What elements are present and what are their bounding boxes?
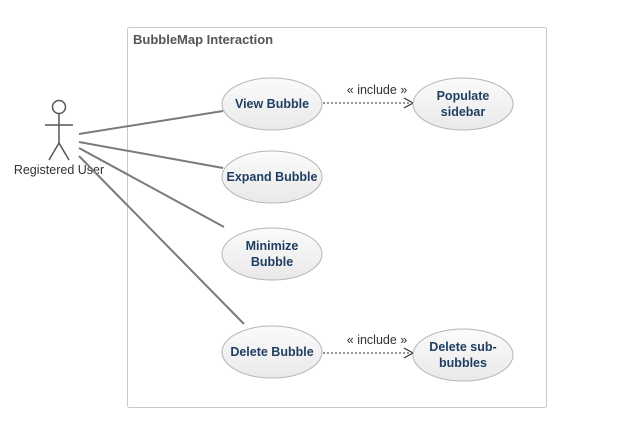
association-view-bubble: [78, 110, 224, 135]
system-boundary-title: BubbleMap Interaction: [133, 32, 273, 47]
use-case-label: Delete Bubble: [230, 345, 313, 359]
include-label: « include »: [347, 83, 408, 97]
association-expand-bubble: [78, 141, 224, 169]
actor-registered-user: Registered User: [14, 99, 104, 177]
actor-stick-figure-icon: [45, 99, 73, 161]
use-case-label: Delete sub-bubbles: [429, 340, 496, 370]
include-label: « include »: [347, 333, 408, 347]
include-relation-delete-sub-bubbles: « include »: [323, 333, 415, 359]
actor-label: Registered User: [14, 163, 104, 177]
associations: [78, 110, 245, 325]
use-case-view-bubble[interactable]: View Bubble: [221, 77, 323, 131]
association-minimize-bubble: [78, 147, 225, 228]
use-case-label: Expand Bubble: [227, 170, 318, 184]
use-case-delete-bubble[interactable]: Delete Bubble: [221, 325, 323, 379]
use-case-expand-bubble[interactable]: Expand Bubble: [221, 150, 323, 204]
use-case-label: View Bubble: [235, 97, 309, 111]
use-case-delete-sub-bubbles[interactable]: Delete sub-bubbles: [412, 328, 514, 382]
association-delete-bubble: [78, 155, 245, 325]
